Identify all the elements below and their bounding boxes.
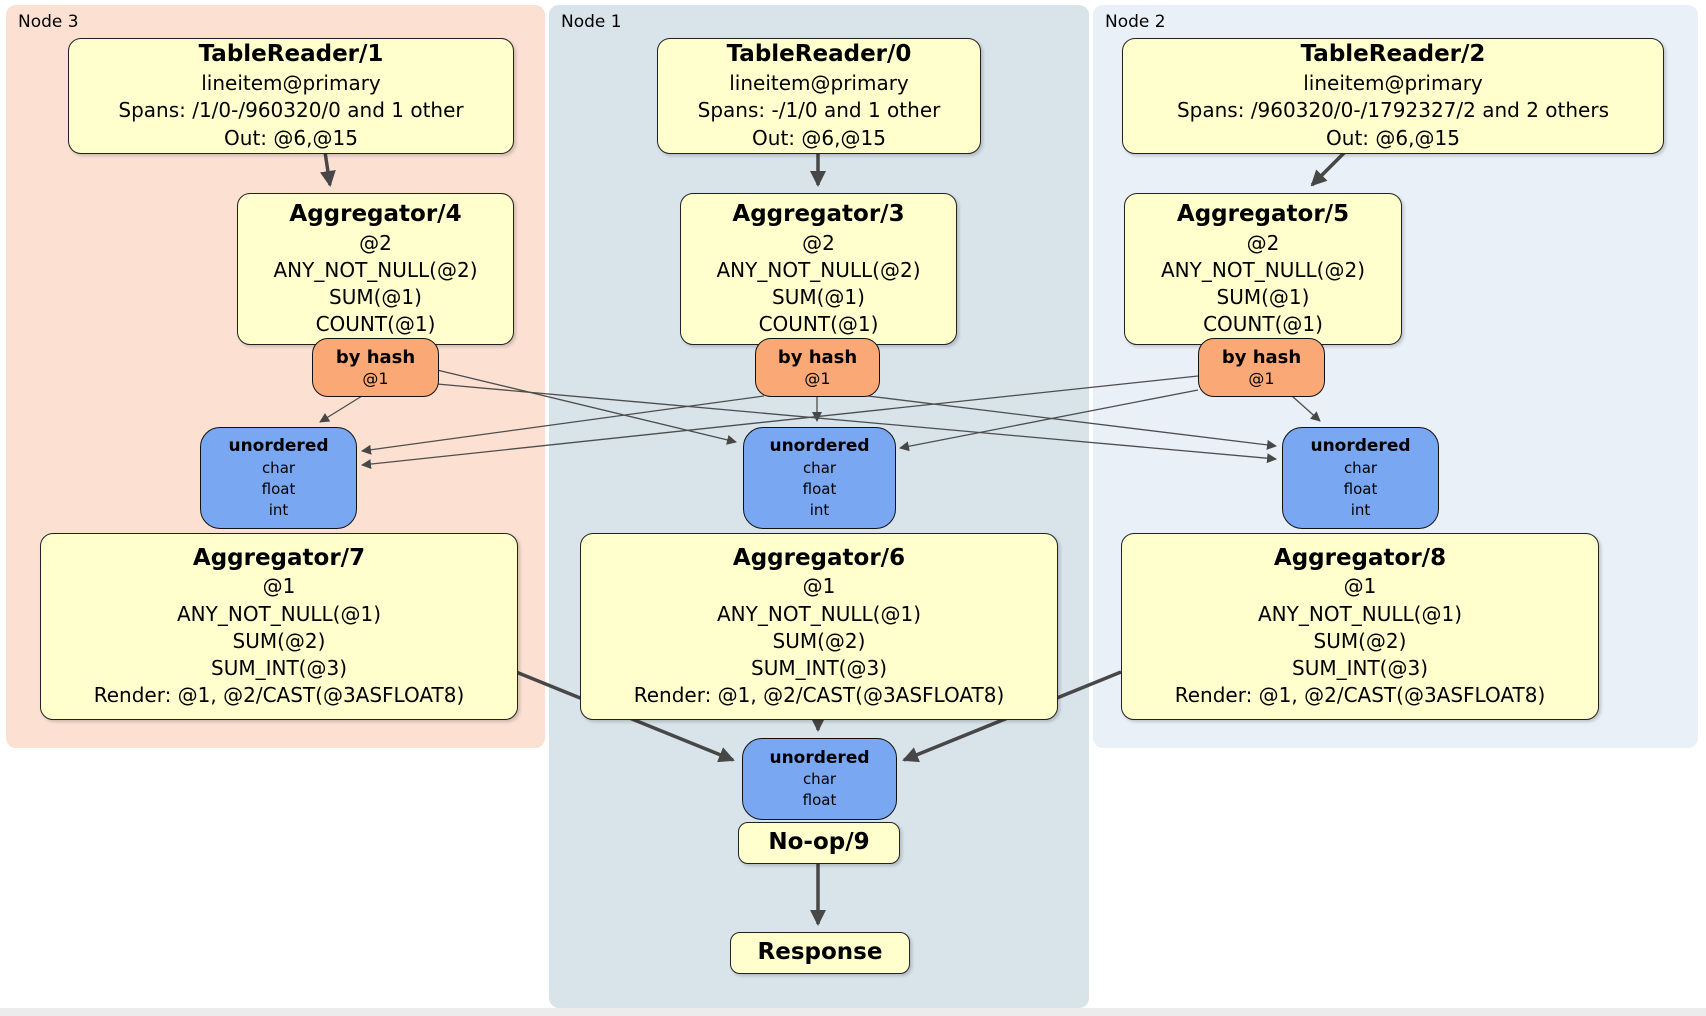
- edge-hash1-to-sync3: [361, 395, 765, 455]
- aggregator-4-line: SUM(@1): [329, 284, 422, 309]
- aggregator-6-line: SUM(@2): [772, 628, 866, 653]
- aggregator-7-title: Aggregator/7: [192, 544, 366, 571]
- aggregator-8-box: Aggregator/8 @1 ANY_NOT_NULL(@1) SUM(@2)…: [1121, 533, 1599, 720]
- sync-stream: char: [1343, 458, 1378, 477]
- hash-router-node1: by hash @1: [755, 338, 880, 397]
- unordered-sync-node2-title: unordered: [1310, 436, 1411, 457]
- aggregator-3-box: Aggregator/3 @2 ANY_NOT_NULL(@2) SUM(@1)…: [680, 193, 957, 345]
- tablereader-1-out: Out: @6,@15: [224, 125, 358, 150]
- tablereader-0-spans: Spans: -/1/0 and 1 other: [697, 98, 941, 123]
- edge-hash1-to-sync2: [867, 395, 1277, 450]
- edge-hash3-to-sync2: [436, 383, 1277, 464]
- panel-node3-label: Node 3: [18, 12, 79, 32]
- tablereader-2-index: lineitem@primary: [1303, 71, 1483, 96]
- aggregator-8-render: Render: @1, @2/CAST(@3ASFLOAT8): [1174, 683, 1546, 708]
- edge-hash2-to-sync1: [899, 389, 1199, 452]
- tablereader-2-box: TableReader/2 lineitem@primary Spans: /9…: [1122, 38, 1664, 154]
- hash-router-node2-title: by hash: [1221, 347, 1302, 369]
- sync-stream: int: [1350, 500, 1371, 519]
- tablereader-0-out: Out: @6,@15: [752, 125, 886, 150]
- aggregator-6-title: Aggregator/6: [732, 544, 906, 571]
- edge-tablereader2-aggregator5: [1310, 150, 1347, 187]
- aggregator-7-line: ANY_NOT_NULL(@1): [177, 601, 381, 626]
- aggregator-4-title: Aggregator/4: [289, 200, 462, 227]
- response-box: Response: [730, 932, 910, 974]
- aggregator-6-render: Render: @1, @2/CAST(@3ASFLOAT8): [633, 683, 1005, 708]
- aggregator-3-title: Aggregator/3: [732, 200, 905, 227]
- aggregator-7-box: Aggregator/7 @1 ANY_NOT_NULL(@1) SUM(@2)…: [40, 533, 518, 720]
- unordered-sync-node3: unordered char float int: [200, 427, 357, 529]
- aggregator-8-line: ANY_NOT_NULL(@1): [1258, 601, 1462, 626]
- tablereader-1-box: TableReader/1 lineitem@primary Spans: /1…: [68, 38, 514, 154]
- aggregator-5-line: COUNT(@1): [1203, 312, 1323, 337]
- hash-router-node1-title: by hash: [777, 347, 858, 369]
- unordered-sync-node1: unordered char float int: [743, 427, 896, 529]
- window-bottom-edge: [0, 1008, 1706, 1016]
- aggregator-8-line: @1: [1343, 574, 1377, 599]
- tablereader-2-out: Out: @6,@15: [1326, 125, 1460, 150]
- tablereader-1-spans: Spans: /1/0-/960320/0 and 1 other: [118, 98, 464, 123]
- aggregator-7-line: SUM_INT(@3): [211, 656, 347, 681]
- hash-router-node3-title: by hash: [335, 347, 416, 369]
- tablereader-1-index: lineitem@primary: [201, 71, 381, 96]
- aggregator-7-render: Render: @1, @2/CAST(@3ASFLOAT8): [93, 683, 465, 708]
- aggregator-5-line: ANY_NOT_NULL(@2): [1161, 257, 1365, 282]
- tablereader-2-title: TableReader/2: [1300, 41, 1486, 68]
- aggregator-5-box: Aggregator/5 @2 ANY_NOT_NULL(@2) SUM(@1)…: [1124, 193, 1402, 345]
- sync-stream: int: [268, 500, 289, 519]
- unordered-sync-node2: unordered char float int: [1282, 427, 1439, 529]
- aggregator-4-line: COUNT(@1): [315, 312, 436, 337]
- edge-hash2-to-sync2: [1291, 395, 1321, 422]
- edge-hash2-to-sync3: [361, 375, 1199, 470]
- aggregator-3-line: ANY_NOT_NULL(@2): [716, 257, 921, 282]
- aggregator-6-line: SUM_INT(@3): [751, 656, 887, 681]
- response-title: Response: [757, 939, 883, 966]
- aggregator-3-line: COUNT(@1): [758, 312, 879, 337]
- unordered-sync-node3-title: unordered: [228, 436, 329, 457]
- tablereader-1-title: TableReader/1: [198, 41, 384, 68]
- aggregator-7-line: SUM(@2): [232, 628, 326, 653]
- aggregator-7-line: @1: [262, 574, 296, 599]
- aggregator-4-line: ANY_NOT_NULL(@2): [273, 257, 478, 282]
- aggregator-3-line: SUM(@1): [772, 284, 865, 309]
- panel-node1-label: Node 1: [561, 12, 622, 32]
- edge-tablereader1-aggregator4: [319, 151, 336, 187]
- tablereader-0-title: TableReader/0: [726, 41, 912, 68]
- tablereader-0-index: lineitem@primary: [729, 71, 909, 96]
- aggregator-4-line: @2: [359, 230, 392, 255]
- hash-router-node1-stream: @1: [804, 368, 831, 388]
- aggregator-8-title: Aggregator/8: [1273, 544, 1447, 571]
- aggregator-6-line: ANY_NOT_NULL(@1): [717, 601, 921, 626]
- tablereader-2-spans: Spans: /960320/0-/1792327/2 and 2 others: [1176, 98, 1609, 123]
- sync-stream: char: [802, 770, 837, 789]
- edge-hash3-to-sync3: [319, 395, 363, 423]
- panel-node2-label: Node 2: [1105, 12, 1166, 32]
- aggregator-3-line: @2: [802, 230, 835, 255]
- hash-router-node2: by hash @1: [1198, 338, 1325, 397]
- unordered-sync-node1-title: unordered: [769, 436, 870, 457]
- hash-router-node2-stream: @1: [1248, 368, 1275, 388]
- aggregator-5-line: @2: [1246, 230, 1280, 255]
- hash-router-node3: by hash @1: [312, 338, 439, 397]
- sync-stream: char: [802, 458, 837, 477]
- final-unordered-sync: unordered char float: [742, 738, 897, 820]
- noop-box: No-op/9: [738, 822, 900, 864]
- sync-stream: float: [802, 479, 837, 498]
- sync-stream: float: [802, 791, 837, 810]
- sync-stream: float: [261, 479, 296, 498]
- aggregator-6-line: @1: [802, 574, 836, 599]
- aggregator-8-line: SUM(@2): [1313, 628, 1407, 653]
- final-sync-title: unordered: [769, 747, 870, 768]
- tablereader-0-box: TableReader/0 lineitem@primary Spans: -/…: [657, 38, 981, 154]
- sync-stream: char: [261, 458, 296, 477]
- aggregator-5-title: Aggregator/5: [1176, 200, 1350, 227]
- aggregator-5-line: SUM(@1): [1216, 284, 1310, 309]
- noop-title: No-op/9: [768, 829, 870, 856]
- hash-router-node3-stream: @1: [362, 368, 389, 388]
- sync-stream: float: [1343, 479, 1378, 498]
- sync-stream: int: [809, 500, 830, 519]
- aggregator-4-box: Aggregator/4 @2 ANY_NOT_NULL(@2) SUM(@1)…: [237, 193, 514, 345]
- aggregator-8-line: SUM_INT(@3): [1292, 656, 1428, 681]
- aggregator-6-box: Aggregator/6 @1 ANY_NOT_NULL(@1) SUM(@2)…: [580, 533, 1058, 720]
